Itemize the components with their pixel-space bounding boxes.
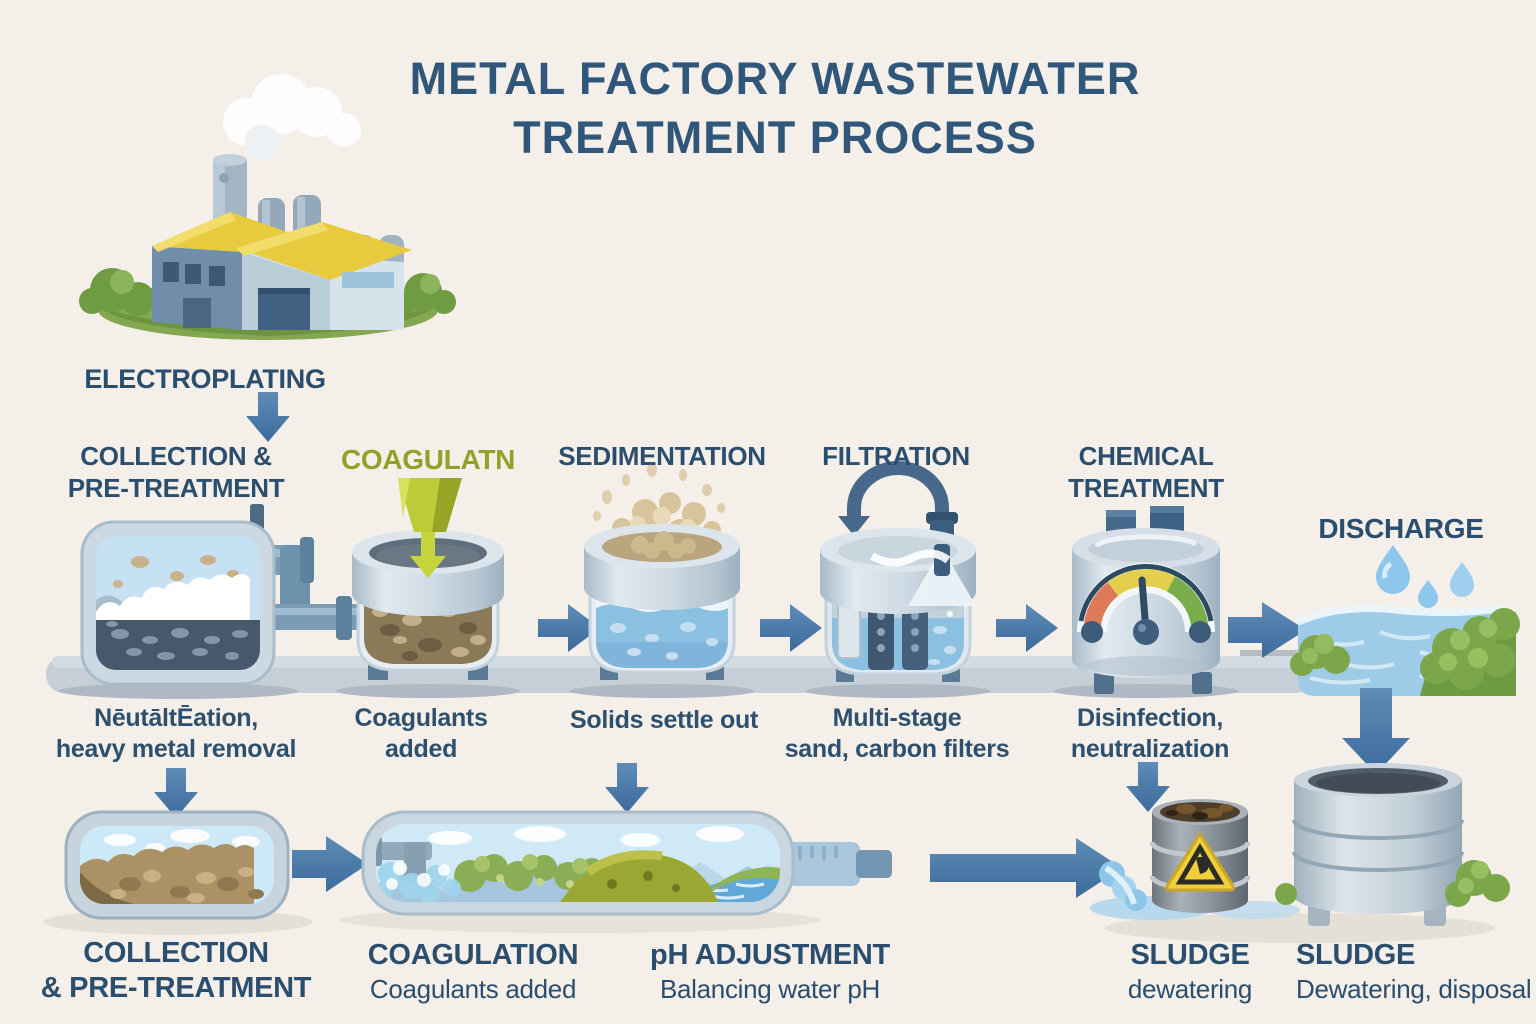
chemical-gauge-icon [1077,563,1215,645]
stage-label-sedimentation: SEDIMENTATION [558,441,766,471]
smoke-icon [223,74,361,161]
bottom-label-sludge-1: SLUDGE [1130,939,1250,971]
ph-adjustment-tank [361,810,892,916]
down-arrow-ph [605,763,649,813]
flow-arrow-3 [996,604,1058,652]
caption-coagulation: Coagulants added [354,704,488,763]
caption-sedimentation: Solids settle out [570,706,758,734]
bottom-caption-sludge-2: Dewatering, disposal [1296,974,1532,1004]
flow-arrow-bottom-1 [292,836,368,892]
flow-arrow-bottom-2 [930,838,1122,898]
bottom-label-coagulation: COAGULATION [367,939,579,971]
factory-illustration [79,74,456,340]
stage-label-coagulation: COAGULATN [340,444,516,475]
electroplating-label: ELECTROPLATING [84,364,326,394]
stage-label-collection: COLLECTION & PRE-TREATMENT [67,441,285,503]
shadow [1105,913,1495,943]
chemical-treatment-tank [1072,506,1220,694]
caption-collection: NēutāltĒation, heavy metal removal [55,704,297,763]
stage-label-discharge: DISCHARGE [1318,513,1484,544]
discharge-down-arrow [1342,688,1410,774]
bottom-label-ph: pH ADJUSTMENT [650,939,890,971]
discharge-pond [1290,545,1520,696]
coagulant-funnel-icon [398,478,462,578]
stage-label-chemical: CHEMICAL TREATMENT [1068,441,1224,503]
collection-tank-bottom [64,810,290,920]
flow-arrow-4 [1228,602,1306,658]
sludge-barrel [1149,799,1251,913]
caption-filtration: Multi-stage sand, carbon filters [784,704,1010,763]
factory-down-arrow [246,392,290,442]
filtration-tank [820,461,976,682]
flow-arrow-2 [760,604,822,652]
sludge-storage-tank [1275,763,1510,926]
stage-label-filtration: FILTRATION [822,441,970,471]
sedimentation-tank [584,463,740,680]
hazard-triangle-icon [1164,831,1236,892]
bottom-label-sludge-2: SLUDGE [1296,939,1416,971]
page-title: METAL FACTORY WASTEWATER TREATMENT PROCE… [409,53,1141,163]
collection-tank [80,504,362,686]
bottom-caption-ph: Balancing water pH [659,974,881,1004]
bottom-caption-sludge-1: dewatering [1127,974,1253,1004]
water-drops-icon [1376,545,1474,608]
caption-chemical: Disinfection, neutralization [1070,704,1230,763]
bottom-caption-coagulation: Coagulants added [369,974,577,1004]
coagulation-tank [352,530,504,680]
bottom-label-collection: COLLECTION & PRE-TREATMENT [40,937,312,1005]
